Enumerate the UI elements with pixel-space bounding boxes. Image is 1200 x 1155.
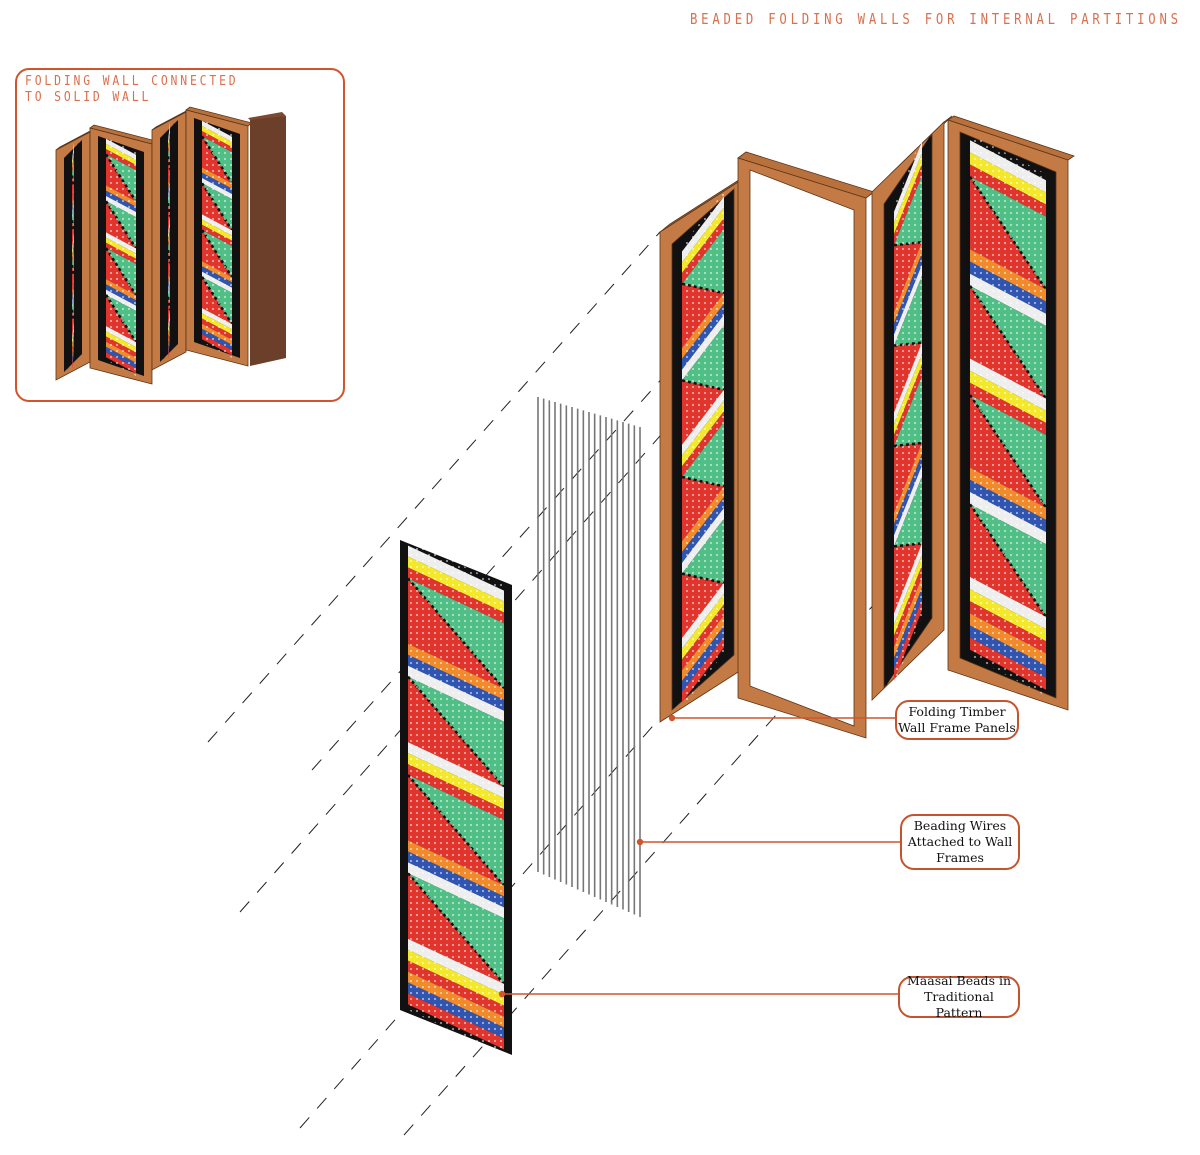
maasai-bead-panel [400, 540, 512, 1055]
callout-text: Frames [936, 850, 984, 865]
beading-wires-panel [537, 397, 641, 917]
callout-text: Wall Frame Panels [898, 720, 1016, 735]
inset-folding-wall-illustration [55, 106, 286, 385]
callout-text: Traditional Pattern [924, 989, 994, 1020]
leader-dot [636, 838, 644, 846]
callout-text: Attached to Wall [907, 834, 1013, 849]
inset-beads-3-texture [168, 120, 170, 362]
panel-3-beads-texture [894, 136, 922, 686]
panel-1-beads-texture [682, 191, 724, 708]
dashed-projection-line [207, 231, 661, 743]
inset-title-line-1: FOLDING WALL CONNECTED [25, 74, 239, 89]
callout-text: Maasai Beads in [906, 973, 1012, 988]
dashed-projection-line [403, 574, 901, 1136]
inset-title: FOLDING WALL CONNECTED TO SOLID WALL [25, 74, 238, 106]
inset-frame [15, 68, 345, 402]
frame-panel-2-open-opening [749, 169, 855, 727]
callout-leader-lines [498, 714, 900, 998]
inset-title-line-2: TO SOLID WALL [25, 90, 152, 105]
inset-beads-4-texture [202, 118, 232, 358]
diagram-title: BEADED FOLDING WALLS FOR INTERNAL PARTIT… [690, 10, 1182, 28]
leader-dot [668, 714, 676, 722]
folding-timber-wall [659, 115, 1075, 739]
leader-dot [498, 990, 506, 998]
inset-beads-1-texture [72, 140, 74, 372]
solid-wall [250, 116, 286, 366]
panel-4-beads-texture [970, 134, 1046, 696]
callout-text: Folding Timber [908, 704, 1006, 719]
exploded-bead-texture [408, 540, 504, 1055]
inset-beads-2-texture [106, 136, 136, 376]
callout-text: Beading Wires [913, 818, 1007, 833]
